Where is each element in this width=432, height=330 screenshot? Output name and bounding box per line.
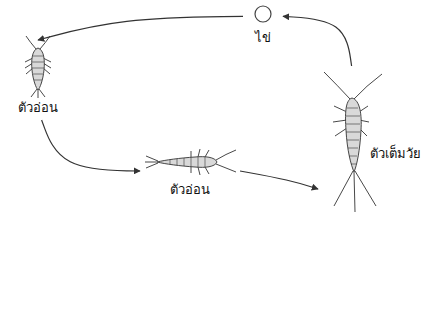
stage-label: ไข่ xyxy=(255,30,271,46)
stage-label: ตัวอ่อน xyxy=(18,100,58,116)
stage-label: ตัวอ่อน xyxy=(170,182,210,198)
cycle-arrow xyxy=(38,16,243,40)
nymph-figure xyxy=(145,149,236,175)
stage-node: ไข่ xyxy=(243,2,283,50)
cycle-arrow xyxy=(283,16,352,66)
nymph-figure xyxy=(25,36,51,98)
cycle-arrow xyxy=(240,171,318,189)
stage-label: ตัวเต็มวัย xyxy=(370,146,421,162)
stage-node: ตัวอ่อน xyxy=(140,140,240,202)
egg xyxy=(255,6,271,22)
stage-node: ตัวอ่อน xyxy=(2,40,74,120)
stage-node: ตัวเต็มวัย xyxy=(318,66,430,216)
adult-figure xyxy=(324,72,382,212)
cycle-arrow xyxy=(42,120,140,171)
